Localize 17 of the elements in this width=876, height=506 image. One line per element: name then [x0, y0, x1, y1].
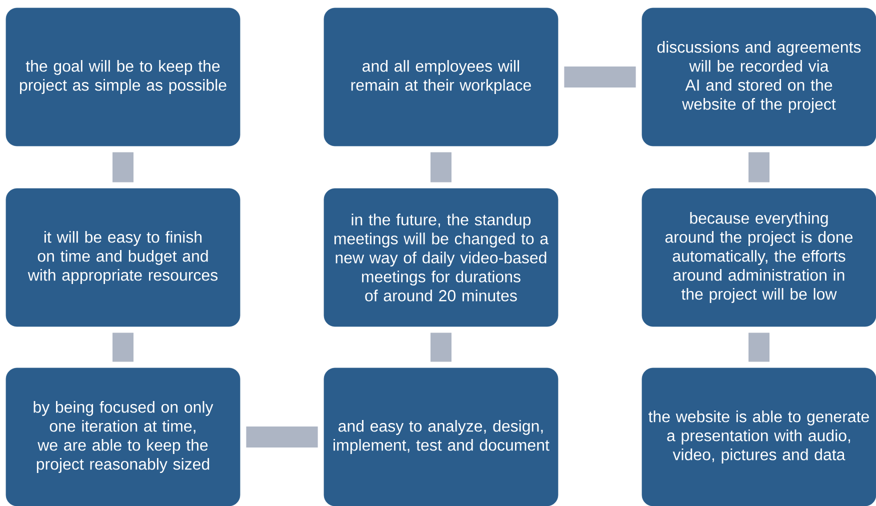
- process-box: in the future, the standup meetings will be changed to a new way of daily video-based meetings for durations of around 20 minutes: [324, 188, 558, 327]
- connector-bar: [748, 152, 770, 182]
- process-box: it will be easy to finish on time and budget and with appropriate resources: [6, 188, 240, 327]
- process-box: and easy to analyze, design, implement, test and document: [324, 368, 558, 506]
- connector-bar: [430, 152, 452, 182]
- process-box: and all employees will remain at their workplace: [324, 8, 558, 146]
- connector-bar: [246, 426, 318, 448]
- connector-bar: [748, 332, 770, 362]
- connector-bar: [112, 332, 134, 362]
- connector-bar: [430, 332, 452, 362]
- process-box: discussions and agreements will be recorded via AI and stored on the website of the project: [642, 8, 876, 146]
- process-box: by being focused on only one iteration at time, we are able to keep the project reasonably sized: [6, 368, 240, 506]
- process-box: the website is able to generate a presentation with audio, video, pictures and data: [642, 368, 876, 506]
- connector-bar: [112, 152, 134, 182]
- process-box: because everything around the project is done automatically, the efforts around administration in the project will be low: [642, 188, 876, 327]
- process-box: the goal will be to keep the project as simple as possible: [6, 8, 240, 146]
- connector-bar: [564, 66, 636, 88]
